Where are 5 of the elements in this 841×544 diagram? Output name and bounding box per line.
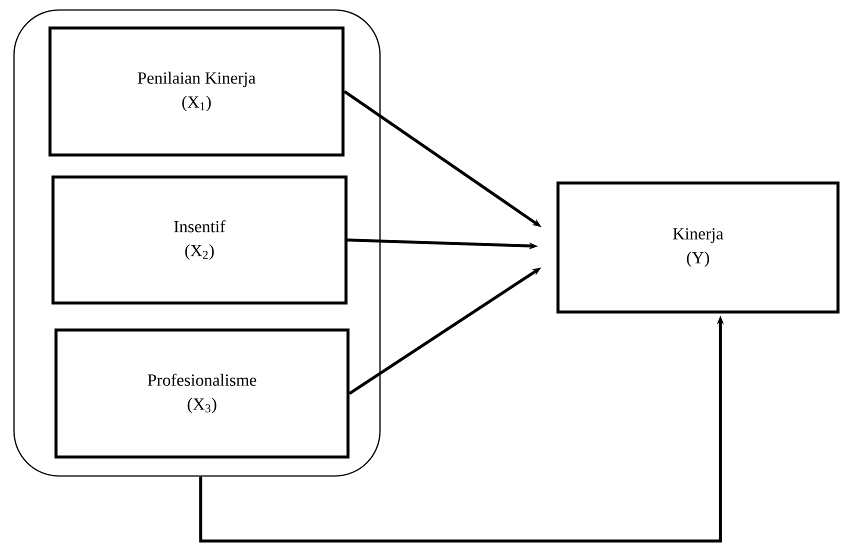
variable-box: Profesionalisme (X$_{3}$)	[54, 328, 350, 458]
variable-box: Insentif (X$_{2}$)	[52, 176, 348, 304]
variable-box: Kinerja (Y)	[556, 182, 840, 314]
group-frame	[13, 9, 381, 477]
variable-box: Penilaian Kinerja (X$_{1}$)	[48, 26, 344, 156]
